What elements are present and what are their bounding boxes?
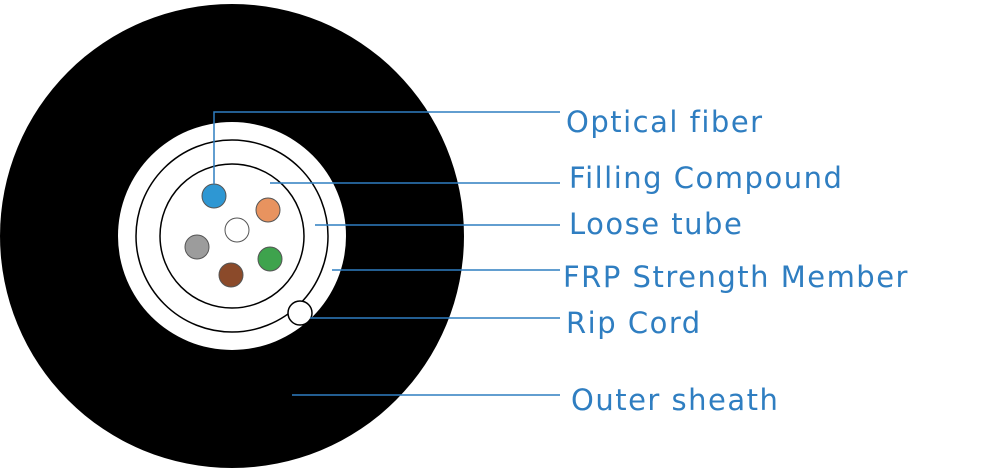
label-outer-sheath: Outer sheath [571,383,779,417]
label-filling-compound: Filling Compound [569,161,843,195]
optical-fiber-orange [255,197,281,223]
label-loose-tube: Loose tube [569,207,743,241]
leader-line-optical-fiber [213,111,560,184]
frp-inner-outline [135,139,329,333]
label-frp-strength-member: FRP Strength Member [563,260,909,294]
loose-tube-outline [159,163,305,309]
rip-cord [287,300,313,326]
optical-fiber-gray [184,234,210,260]
optical-fiber-brown [218,262,244,288]
optical-fiber-white [224,217,250,243]
optical-fiber-green [257,246,283,272]
label-rip-cord: Rip Cord [566,306,702,340]
optical-fiber-blue [201,183,227,209]
label-optical-fiber: Optical fiber [566,105,764,139]
